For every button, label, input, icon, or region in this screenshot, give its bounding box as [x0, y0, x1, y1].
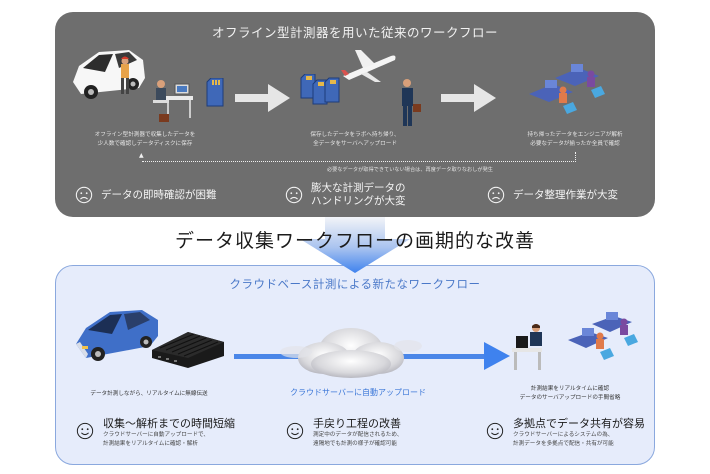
loop-arrow-up-icon: ▲	[139, 152, 144, 159]
benefit-desc: クラウドサーバーに自動アップロードで、 計測結果をリアルタイムに確認・解析	[103, 432, 210, 447]
benefit-desc: クラウドサーバーによるシステムの為、 計測データを多拠点で配信・共有が可能	[513, 432, 614, 447]
sd-card-icon	[206, 78, 224, 107]
businessman-illustration	[402, 79, 421, 126]
cloud-upload-label: クラウドサーバーに自動アップロード	[290, 388, 426, 397]
retry-note: 必要なデータが取得できていない場合は、再度データ取りなおしが発生	[326, 167, 493, 173]
new-step-2-caption: 計測結果をリアルタイムに確認 データのサーバアップロードの手間省略	[519, 386, 621, 401]
loop-line-riser	[575, 152, 576, 162]
issue-item: データ整理作業が大変	[487, 186, 618, 204]
smile-face-icon	[286, 422, 304, 440]
sad-face-icon	[75, 186, 93, 204]
old-workflow-title: オフライン型計測器を用いた従来のワークフロー	[211, 25, 498, 40]
desk-worker-illustration	[153, 80, 193, 122]
data-logger-device-illustration	[152, 332, 224, 368]
smile-face-icon	[486, 422, 504, 440]
cloud-server-icon	[280, 328, 422, 378]
headline: データ収集ワークフローの画期的な改善	[174, 230, 535, 252]
office-worker-illustration	[512, 324, 542, 370]
benefit-title: 収集～解析までの時間短縮	[103, 417, 235, 430]
retry-loop-line	[142, 161, 576, 162]
old-step-1-caption: オフライン型計測器で収集したデータを 少人数で確認しデータディスクに保存	[94, 132, 196, 147]
new-step-1-caption: データ計測しながら、リアルタイムに無線伝送	[90, 391, 208, 397]
multiple-sd-cards-icon	[300, 74, 340, 105]
flow-arrow-icon	[235, 84, 290, 112]
new-workflow-panel: クラウドベース計測による新たなワークフロー	[55, 265, 655, 465]
benefit-item: 多拠点でデータ共有が容易 クラウドサーバーによるシステムの為、 計測データを多拠…	[486, 416, 645, 449]
issue-item: 膨大な計測データの ハンドリングが大変	[285, 182, 406, 208]
flow-arrow-icon	[441, 84, 496, 112]
upload-flow-arrowhead-icon	[484, 342, 510, 370]
issue-text: 膨大な計測データの ハンドリングが大変	[311, 182, 406, 207]
benefit-title: 多拠点でデータ共有が容易	[513, 417, 645, 430]
benefit-item: 収集～解析までの時間短縮 クラウドサーバーに自動アップロードで、 計測結果をリア…	[76, 416, 235, 449]
airplane-illustration	[341, 50, 396, 82]
old-workflow-panel: オフライン型計測器を用いた従来のワークフロー	[55, 12, 655, 217]
benefit-desc: 測定中のデータが配信されるため、 遠隔地でも計測の様子が確認可能	[313, 432, 403, 447]
issue-item: データの即時確認が困難	[75, 186, 217, 204]
engineers-team-illustration	[529, 64, 605, 114]
improvement-arrow-icon	[300, 217, 410, 273]
benefit-title: 手戻り工程の改善	[313, 417, 401, 430]
white-car-illustration	[73, 50, 145, 99]
engineers-team-illustration	[568, 312, 638, 360]
sad-face-icon	[285, 186, 303, 204]
benefit-item: 手戻り工程の改善 測定中のデータが配信されるため、 遠隔地でも計測の様子が確認可…	[286, 416, 403, 449]
issue-text: データ整理作業が大変	[513, 188, 618, 201]
sad-face-icon	[487, 186, 505, 204]
smile-face-icon	[76, 422, 94, 440]
old-step-3-caption: 持ち帰ったデータをエンジニアが解析 必要なデータが揃ったか全員で確認	[527, 132, 623, 147]
old-step-2-caption: 保存したデータをラボへ持ち帰り、 全データをサーバへアップロード	[310, 132, 400, 147]
blue-car-illustration	[76, 310, 158, 361]
new-workflow-title: クラウドベース計測による新たなワークフロー	[229, 277, 481, 291]
issue-text: データの即時確認が困難	[101, 188, 217, 201]
